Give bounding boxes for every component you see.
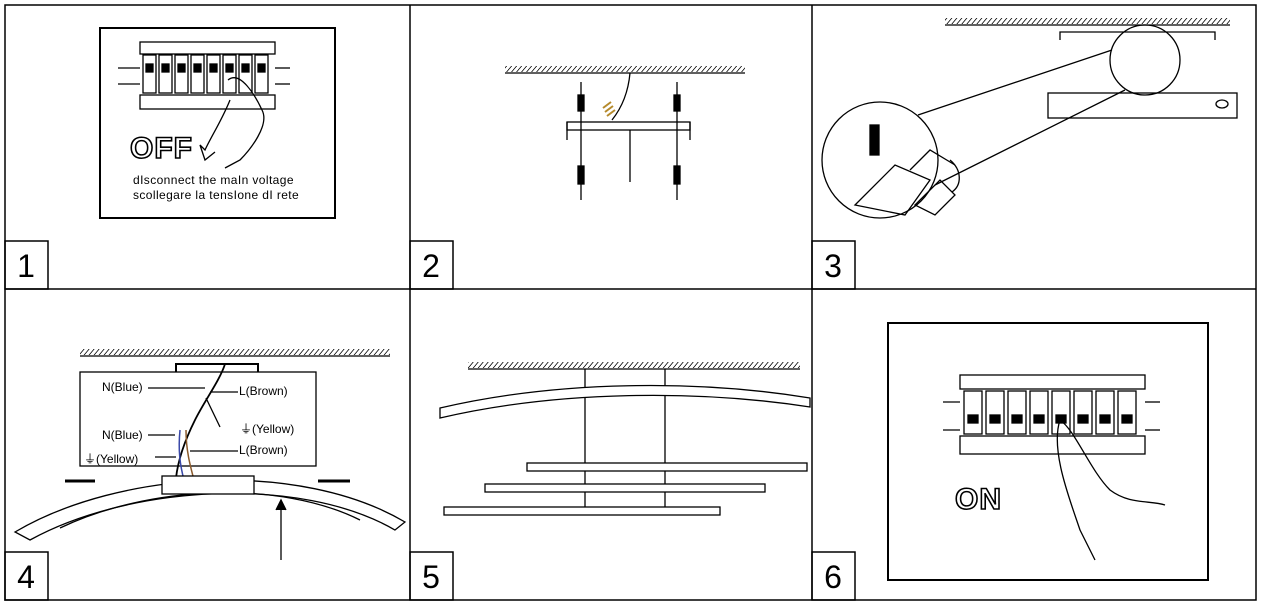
- label-live-brown-top: L(Brown): [239, 384, 288, 398]
- caption-english: dIsconnect the maIn voltage: [133, 173, 294, 187]
- panel-5-finished-lamp-drawing: [439, 362, 811, 516]
- on-label: ON: [954, 482, 1002, 517]
- panel-6-breaker-on-drawing: [887, 322, 1209, 581]
- off-label: OFF: [129, 131, 193, 166]
- step-number-4: 4: [17, 559, 35, 595]
- grid-frame: [4, 4, 1257, 601]
- panel-2-bracket-mounting-drawing: [505, 66, 745, 200]
- label-earth-yellow-top: ⏚(Yellow): [240, 422, 295, 436]
- caption-italian: scollegare la tensIone dI rete: [133, 188, 300, 202]
- step-number-1: 1: [17, 248, 35, 284]
- step-number-3: 3: [824, 248, 842, 284]
- label-neutral-blue-bottom: N(Blue): [102, 428, 143, 442]
- step-number-2: 2: [422, 248, 440, 284]
- step-number-6: 6: [824, 559, 842, 595]
- panel-1-breaker-off-drawing: [99, 27, 336, 219]
- label-live-brown-bottom: L(Brown): [239, 443, 288, 457]
- label-neutral-blue-top: N(Blue): [102, 380, 143, 394]
- panel-3-terminal-connection-drawing: [821, 18, 1238, 219]
- panel-4-wiring-drawing: [13, 349, 407, 560]
- label-earth-yellow-bottom: ⏚(Yellow): [84, 452, 139, 466]
- step-number-5: 5: [422, 559, 440, 595]
